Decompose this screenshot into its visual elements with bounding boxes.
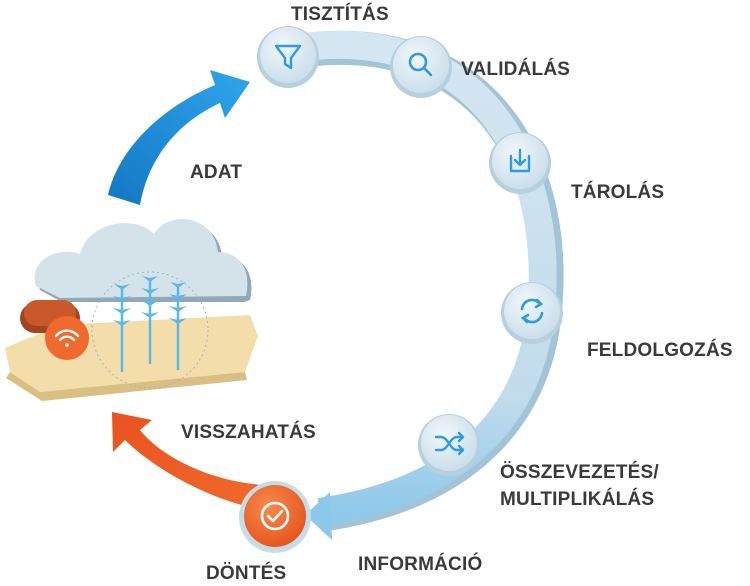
shuffle-icon bbox=[434, 431, 465, 456]
stage-label-adat: ADAT bbox=[190, 162, 243, 183]
field-sensor-icon bbox=[20, 300, 89, 360]
check-circle-icon bbox=[260, 501, 290, 531]
wifi-icon bbox=[54, 329, 80, 347]
stage-label-tarolas: TÁROLÁS bbox=[571, 182, 665, 203]
node-tisztitas bbox=[257, 26, 319, 88]
stage-label-informacio: INFORMÁCIÓ bbox=[358, 554, 483, 575]
node-feldolgozas bbox=[501, 282, 563, 344]
stage-label-feldolgozas: FELDOLGOZÁS bbox=[587, 340, 733, 361]
data-arrow bbox=[108, 70, 250, 205]
refresh-icon bbox=[520, 298, 544, 324]
stage-label-osszevezetes: ÖSSZEVEZETÉS/ bbox=[500, 462, 659, 483]
farm-illustration bbox=[5, 219, 258, 401]
wheat-icon bbox=[113, 276, 187, 372]
node-validalas bbox=[390, 36, 452, 98]
cloud-icon bbox=[34, 219, 252, 302]
feedback-arrow bbox=[112, 412, 262, 510]
sensor-range-circle bbox=[91, 271, 209, 389]
stage-label-multiplikalas: MULTIPLIKÁLÁS bbox=[500, 489, 655, 510]
node-tarolas bbox=[489, 132, 551, 194]
node-osszevezetes bbox=[418, 414, 480, 476]
download-icon bbox=[509, 148, 531, 173]
filter-icon bbox=[274, 44, 302, 70]
stage-label-validalas: VALIDÁLÁS bbox=[461, 59, 571, 80]
ring-arrowhead bbox=[305, 492, 332, 540]
stage-label-tisztitas: TISZTÍTÁS bbox=[291, 4, 389, 25]
stage-label-visszahatas: VISSZAHATÁS bbox=[181, 422, 316, 443]
node-dontes bbox=[239, 481, 311, 553]
search-icon bbox=[408, 52, 433, 77]
stage-label-dontes: DÖNTÉS bbox=[206, 563, 287, 584]
